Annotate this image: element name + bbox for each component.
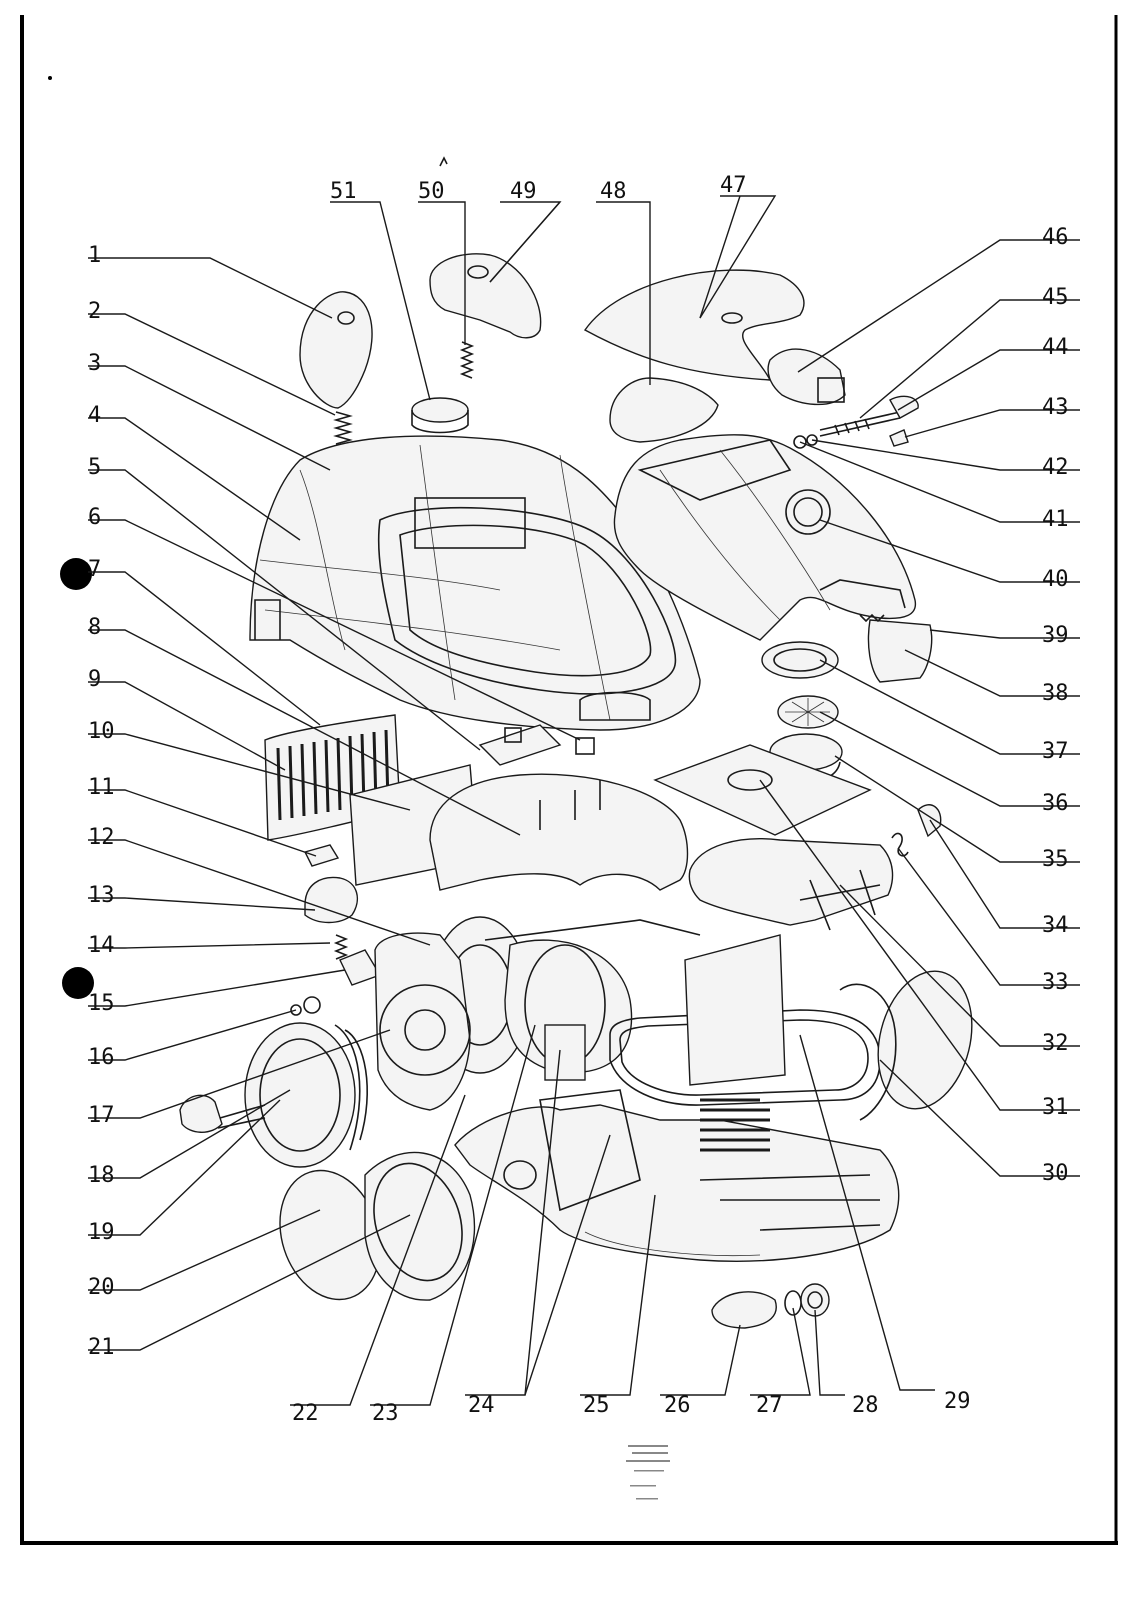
callout-43: 43 <box>1042 395 1069 420</box>
callout-12: 12 <box>88 825 115 850</box>
callout-19: 19 <box>88 1220 115 1245</box>
part-30-back-cover <box>877 970 973 1110</box>
callout-labels-top: 51 50 49 48 47 <box>330 173 747 204</box>
callout-4: 4 <box>88 403 101 428</box>
part-26-wheel-mount <box>711 1291 777 1329</box>
callout-labels-right: 46 45 44 43 42 41 40 39 38 37 36 35 34 3… <box>1042 225 1069 1186</box>
callout-35: 35 <box>1042 847 1069 872</box>
callout-44: 44 <box>1042 335 1069 360</box>
callout-47: 47 <box>720 173 747 198</box>
part-31-sheet <box>653 744 872 836</box>
part-45-screw <box>819 411 901 437</box>
callout-38: 38 <box>1042 681 1069 706</box>
callout-26: 26 <box>664 1393 691 1418</box>
callout-42: 42 <box>1042 455 1069 480</box>
part-13-cap <box>304 876 359 924</box>
part-5-pcb <box>478 724 562 766</box>
part-17-front-casing <box>374 932 471 1111</box>
callout-32: 32 <box>1042 1031 1069 1056</box>
callout-labels-bottom: 22 23 24 25 26 27 28 29 <box>292 1389 971 1426</box>
part-51-knob <box>411 397 469 423</box>
part-46-nozzle <box>767 348 846 406</box>
callout-51: 51 <box>330 179 357 204</box>
part-48-filter <box>609 377 719 443</box>
callout-48: 48 <box>600 179 627 204</box>
callout-49: 49 <box>510 179 537 204</box>
callout-45: 45 <box>1042 285 1069 310</box>
part-24-sheet <box>684 934 786 1086</box>
callout-33: 33 <box>1042 970 1069 995</box>
callout-13: 13 <box>88 883 115 908</box>
part-47-plate <box>583 269 805 381</box>
callout-14: 14 <box>88 933 115 958</box>
part-37-ring <box>761 641 839 679</box>
callout-27: 27 <box>756 1393 783 1418</box>
callout-34: 34 <box>1042 913 1069 938</box>
callout-15: 15 <box>88 991 115 1016</box>
callout-21: 21 <box>88 1335 115 1360</box>
callout-37: 37 <box>1042 739 1069 764</box>
callout-24: 24 <box>468 1393 495 1418</box>
part-33-clip <box>891 832 909 857</box>
callout-28: 28 <box>852 1393 879 1418</box>
part-18-wheel <box>244 1022 356 1168</box>
callout-29: 29 <box>944 1389 971 1414</box>
callout-41: 41 <box>1042 507 1069 532</box>
callout-17: 17 <box>88 1103 115 1128</box>
punch-hole-bottom <box>62 967 94 999</box>
callout-8: 8 <box>88 615 101 640</box>
part-38-flap <box>867 619 933 683</box>
callout-labels-left: 1 2 3 4 5 6 7 8 9 10 11 12 13 14 15 16 1… <box>88 243 115 1360</box>
punch-hole-top <box>60 558 92 590</box>
part-14-spring <box>333 934 349 960</box>
part-21-cover <box>364 1151 476 1301</box>
leader-lines <box>88 195 1080 1406</box>
callout-20: 20 <box>88 1275 115 1300</box>
part-12-motor-cover <box>429 773 689 891</box>
callout-5: 5 <box>88 455 101 480</box>
callout-10: 10 <box>88 719 115 744</box>
callout-50: 50 <box>418 179 445 204</box>
part-1-cap <box>299 291 373 409</box>
callout-36: 36 <box>1042 791 1069 816</box>
callout-6: 6 <box>88 505 101 530</box>
callout-40: 40 <box>1042 567 1069 592</box>
part-42-ring <box>793 435 807 449</box>
part-drawings <box>179 156 973 1329</box>
part-16-washer <box>303 996 321 1014</box>
speck-mark <box>48 76 52 80</box>
callout-1: 1 <box>88 243 101 268</box>
part-19-plug <box>179 1094 223 1133</box>
callout-39: 39 <box>1042 623 1069 648</box>
part-25-base <box>454 1104 900 1262</box>
callout-25: 25 <box>583 1393 610 1418</box>
part-2-spring <box>333 411 353 445</box>
part-43-tab <box>889 429 909 447</box>
part-40-rear-housing <box>613 434 917 641</box>
callout-7: 7 <box>88 557 101 582</box>
part-11-clip <box>303 844 340 867</box>
part-39-spring <box>859 613 885 623</box>
callout-31: 31 <box>1042 1095 1069 1120</box>
callout-16: 16 <box>88 1045 115 1070</box>
callout-3: 3 <box>88 351 101 376</box>
callout-11: 11 <box>88 775 115 800</box>
callout-46: 46 <box>1042 225 1069 250</box>
scan-noise <box>626 1445 670 1500</box>
part-49-handle <box>429 253 542 339</box>
callout-2: 2 <box>88 299 101 324</box>
part-32-tray <box>688 838 894 926</box>
callout-18: 18 <box>88 1163 115 1188</box>
callout-23: 23 <box>372 1401 399 1426</box>
callout-22: 22 <box>292 1401 319 1426</box>
part-50-spring <box>459 341 475 379</box>
callout-30: 30 <box>1042 1161 1069 1186</box>
callout-9: 9 <box>88 667 101 692</box>
